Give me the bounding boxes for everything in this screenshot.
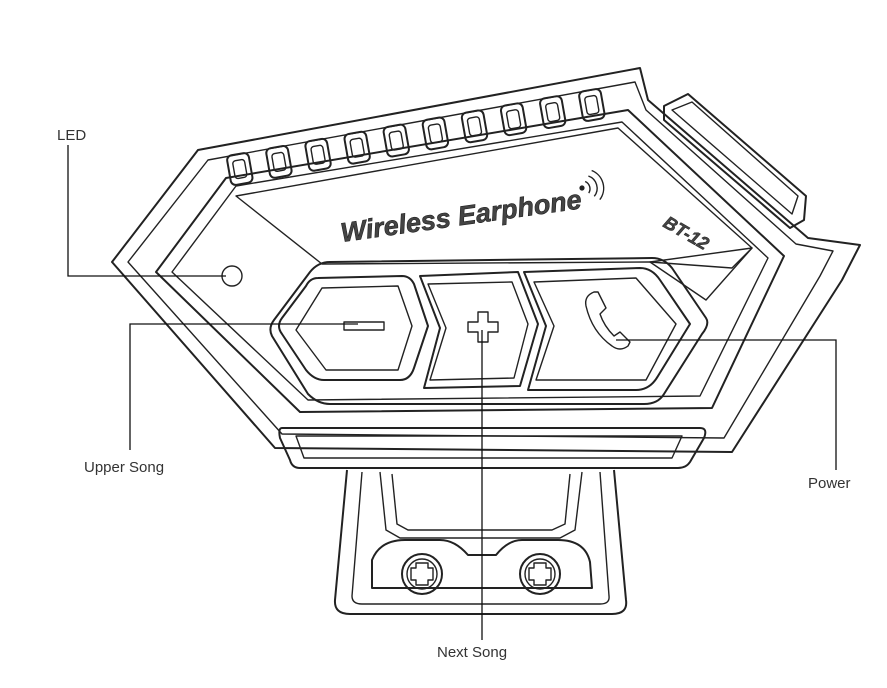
cooling-fin <box>539 95 567 130</box>
next-song-label: Next Song <box>437 644 507 661</box>
cooling-fin <box>304 137 332 172</box>
cooling-fin <box>578 88 606 122</box>
cooling-fin <box>421 116 450 151</box>
device-body <box>111 67 861 453</box>
cooling-fin <box>382 123 410 158</box>
cooling-fin <box>265 145 293 179</box>
next-song-button[interactable] <box>419 271 539 389</box>
upper-song-button[interactable] <box>278 275 429 381</box>
mount-bracket <box>333 469 628 615</box>
minus-icon <box>343 321 385 331</box>
cooling-fin <box>499 102 528 137</box>
led-label: LED <box>57 127 86 144</box>
cooling-fin-slot <box>466 116 483 137</box>
cooling-fin-slot <box>388 130 404 151</box>
wireless-signal-icon <box>579 169 605 201</box>
cooling-fin <box>460 109 489 144</box>
cooling-fin-slot <box>427 123 444 144</box>
cooling-fin-slot <box>271 151 287 173</box>
upper-song-leader-line <box>129 323 358 450</box>
phone-handset-icon <box>584 291 631 350</box>
brand-label: Wireless Earphone <box>339 184 584 248</box>
upper-song-label: Upper Song <box>84 459 164 476</box>
plus-icon <box>467 311 499 343</box>
screw-right-icon <box>519 553 561 595</box>
power-leader-line <box>616 339 837 470</box>
cooling-fin-slot <box>584 94 600 116</box>
cooling-fins <box>226 88 606 186</box>
cooling-fin <box>226 152 254 186</box>
cooling-fin <box>343 130 371 165</box>
power-button[interactable] <box>523 267 691 391</box>
cooling-fin-slot <box>232 158 248 180</box>
cooling-fin-slot <box>310 144 326 165</box>
led-leader-line <box>67 145 226 277</box>
power-label: Power <box>808 475 851 492</box>
model-label: BT-12 <box>660 212 712 254</box>
cooling-fin-slot <box>545 101 561 123</box>
cooling-fin-slot <box>505 109 522 130</box>
screw-left-icon <box>401 553 443 595</box>
cooling-fin-slot <box>349 137 365 158</box>
